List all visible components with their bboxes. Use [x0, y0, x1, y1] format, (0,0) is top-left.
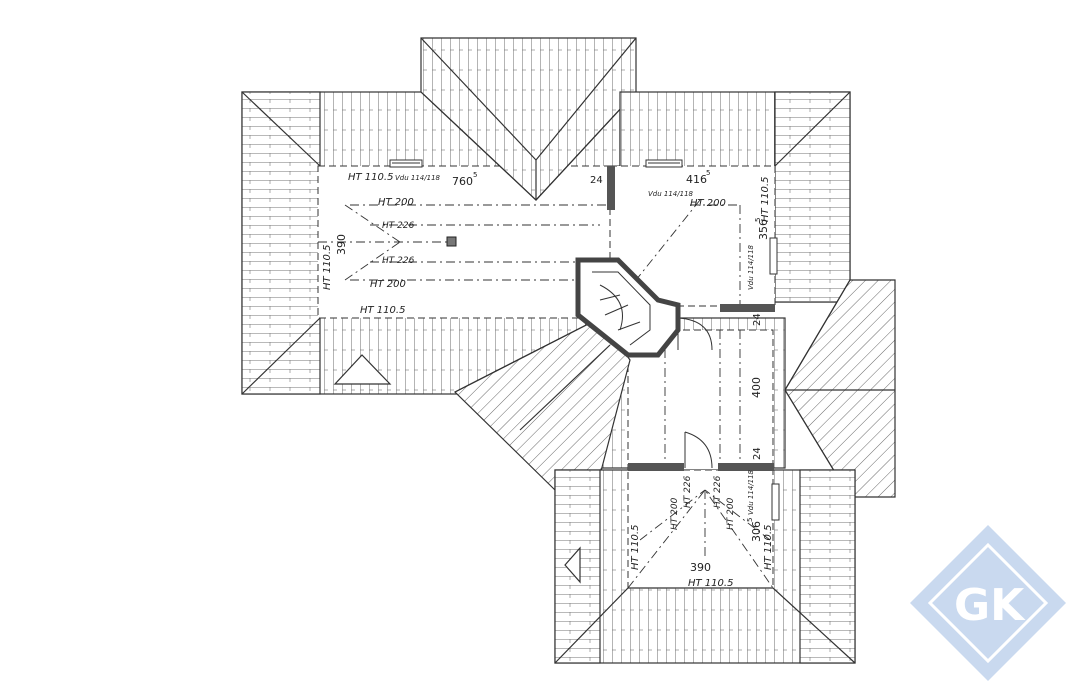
ht-label: HT 110.5: [688, 578, 733, 589]
top-gable-roof: [420, 37, 637, 201]
ht-label: HT 110.5: [322, 245, 333, 290]
window-label: Vdu 114/118: [747, 244, 755, 290]
dim-wall: 24: [590, 175, 603, 186]
dim-sup: 5: [706, 169, 710, 177]
ht-label: HT 200: [690, 198, 726, 209]
dim-main-width: 760: [452, 175, 473, 188]
window-label: Vdu 114/118: [747, 469, 755, 515]
dim-sup: 5: [746, 518, 754, 522]
ht-label: HT 226: [713, 475, 723, 508]
ht-label: HT 200: [378, 197, 414, 208]
logo-text: GK: [954, 580, 1026, 631]
height-labels: HT 110.5 HT 200 HT 226 HT 226 HT 200 HT …: [322, 172, 774, 589]
diagonal-wing-roof: [453, 317, 631, 491]
window-label: Vdu 114/118: [395, 174, 441, 182]
dim-wall: 24: [752, 447, 763, 460]
ht-label: HT 110.5: [360, 305, 405, 316]
ht-label: HT 226: [683, 475, 693, 508]
right-wing-roof: [609, 91, 851, 310]
ht-label: HT 226: [382, 221, 415, 231]
dim-right-depth: 356: [757, 219, 770, 240]
dim-right-width: 416: [686, 173, 707, 186]
window-labels: Vdu 114/118 Vdu 114/118 Vdu 114/118 Vdu …: [395, 174, 755, 515]
dim-middle: 400: [750, 377, 763, 398]
dim-main-depth: 390: [335, 234, 348, 255]
dim-wall: 24: [752, 313, 763, 326]
dim-sup: 5: [473, 171, 477, 179]
ht-label: HT 110.5: [630, 525, 641, 570]
right-gable-roof: [784, 279, 896, 498]
dim-sup: 5: [754, 218, 762, 222]
ht-label: HT 110.5: [348, 172, 393, 183]
ht-label: HT 200: [726, 497, 736, 530]
lower-wing-roof: [554, 469, 856, 664]
dimensions: 760 5 24 416 5 390 356 5 24 400 24 306 5…: [335, 169, 770, 574]
walls: [607, 166, 775, 471]
ht-label: HT 110.5: [760, 177, 771, 222]
ht-label: HT 200: [670, 497, 680, 530]
window-label: Vdu 114/118: [648, 190, 694, 198]
staircase: [575, 257, 681, 358]
ht-label: HT 110.5: [763, 525, 774, 570]
ht-label: HT 226: [382, 256, 415, 266]
dim-lower-depth: 306: [750, 521, 763, 542]
ht-label: HT 200: [370, 279, 406, 290]
gk-logo: GK: [910, 525, 1066, 681]
dim-lower-width: 390: [690, 561, 711, 574]
